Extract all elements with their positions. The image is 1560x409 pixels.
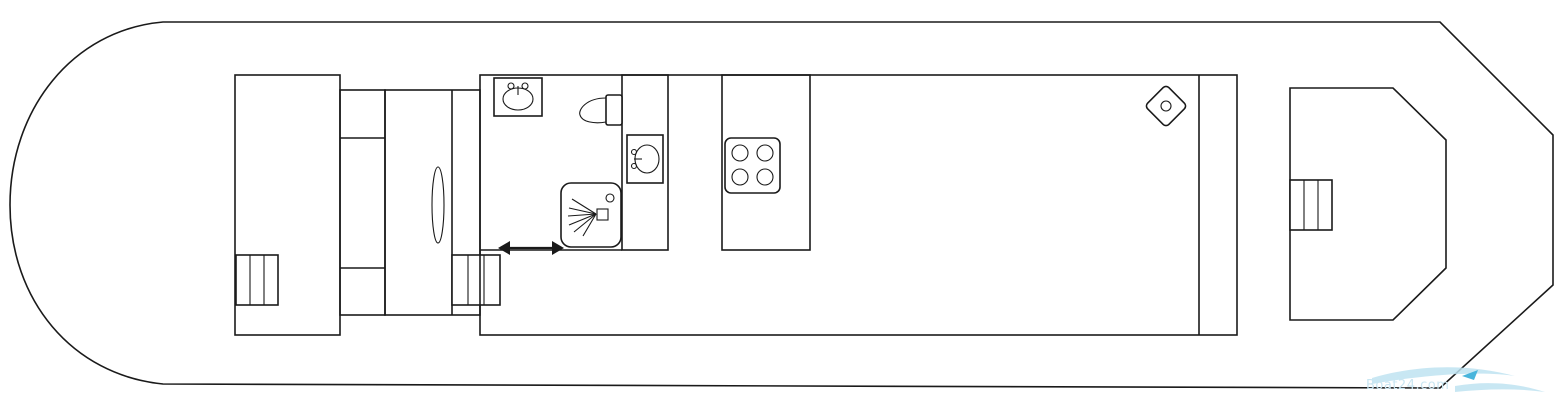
watermark-logo: [1372, 367, 1545, 392]
stove-icon: [1145, 85, 1187, 127]
hull-outline: [9, 21, 1554, 389]
walkway-arrow: [498, 241, 564, 255]
kitchen-island: [721, 74, 811, 251]
hob-icon: [724, 137, 781, 194]
bathroom-counter: [621, 74, 669, 251]
bed-icon: [431, 166, 445, 244]
washbasin-icon: [626, 134, 664, 184]
main-cabin: [479, 74, 1238, 336]
toilet-icon: [579, 94, 623, 126]
side-passage: [339, 89, 386, 316]
shower-icon: [560, 182, 622, 248]
stairs-icon: [1289, 179, 1333, 231]
stairs-icon: [451, 254, 501, 306]
stairs-icon: [235, 254, 279, 306]
washbasin-icon: [493, 77, 543, 117]
watermark-text: Boat24.com: [1366, 378, 1450, 393]
front-deck: [1289, 87, 1447, 321]
